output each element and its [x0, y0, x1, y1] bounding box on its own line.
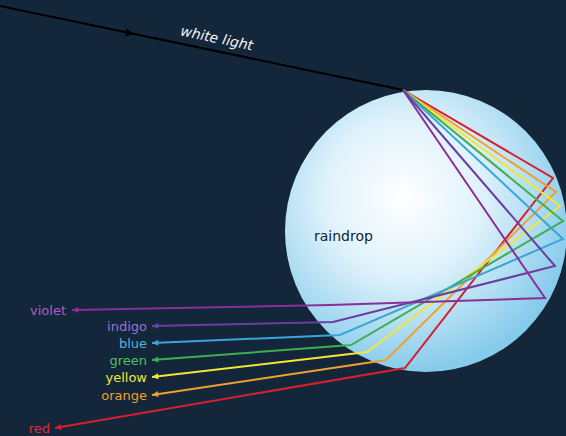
colour-label: orange	[101, 389, 147, 402]
colour-label: red	[29, 422, 50, 435]
arrowhead	[152, 356, 159, 362]
arrowhead	[125, 29, 134, 37]
arrowhead	[152, 323, 158, 329]
colour-label: blue	[119, 337, 147, 350]
colour-ray	[152, 90, 555, 326]
colour-ray	[152, 90, 563, 360]
node-label: raindrop	[314, 228, 373, 244]
arrowhead	[152, 373, 159, 379]
white-light-ray	[0, 6, 403, 90]
arrowhead	[152, 391, 159, 397]
arrowhead	[152, 340, 158, 346]
ray-label: white light	[179, 24, 254, 53]
colour-label: yellow	[105, 371, 147, 384]
colour-ray	[72, 90, 545, 310]
colour-label: green	[109, 354, 147, 367]
colour-label: violet	[30, 304, 66, 317]
arrowhead	[72, 307, 78, 313]
colour-label: indigo	[107, 320, 147, 333]
colour-ray	[152, 90, 556, 395]
colour-ray	[152, 90, 560, 377]
arrowhead	[55, 424, 62, 430]
